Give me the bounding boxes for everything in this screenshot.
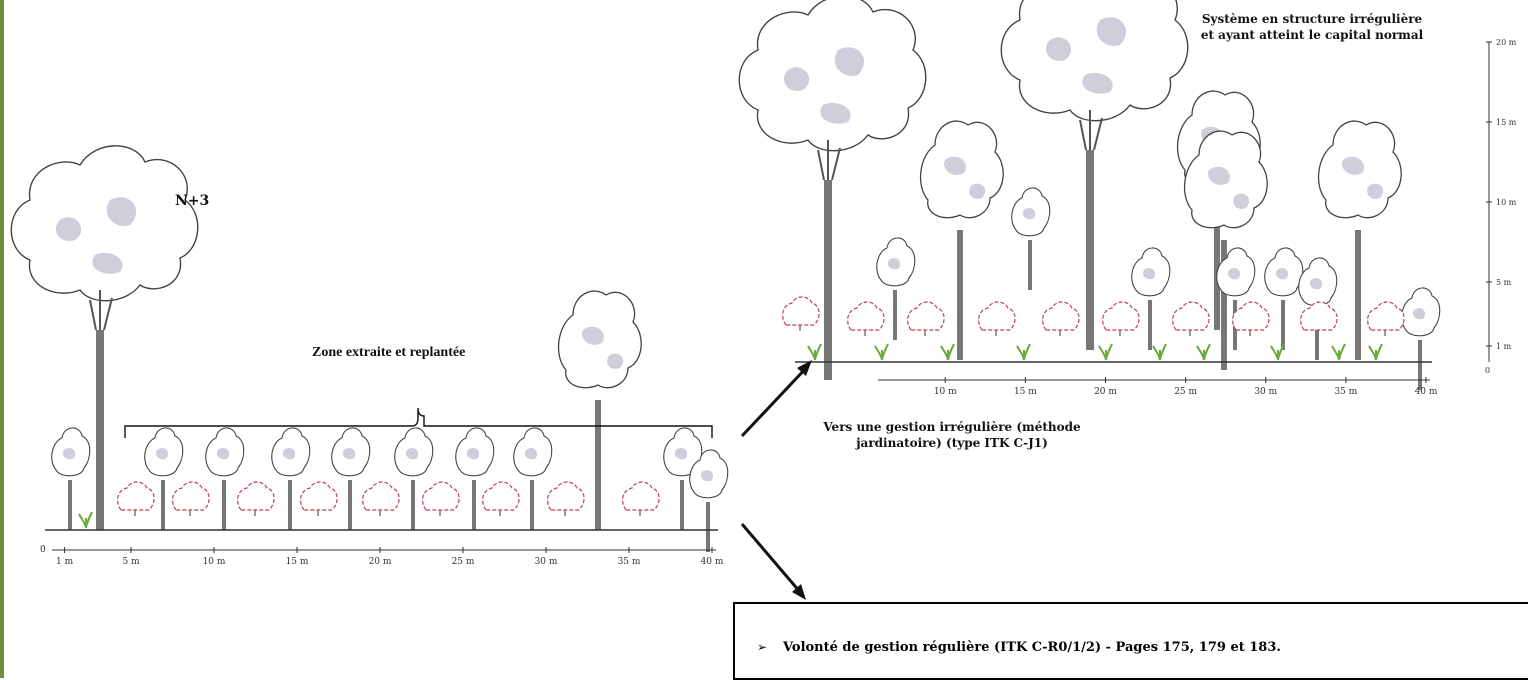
left-axis-tick-label: 40 m: [701, 557, 724, 567]
red-saplings: [118, 482, 659, 516]
seedling: [79, 512, 92, 528]
callout-text: Volonté de gestion régulière (ITK C-R0/1…: [783, 640, 1281, 655]
scenario-title: N+3: [175, 193, 209, 209]
height-scale-tick-label: 1 m: [1496, 342, 1512, 351]
medium-tree: [1185, 131, 1268, 370]
zone-label: Zone extraite et replantée: [312, 345, 465, 361]
height-scale-tick-label: 15 m: [1496, 118, 1517, 127]
big-tree: [739, 0, 925, 380]
right-axis: 10 m 15 m 20 m 25 m 30 m 35 m 40 m: [878, 377, 1438, 397]
right-axis-tick-label: 30 m: [1254, 387, 1277, 397]
right-axis-tick-label: 20 m: [1094, 387, 1117, 397]
bullet-arrow-icon: ➢: [757, 640, 767, 654]
right-axis-tick-label: 25 m: [1174, 387, 1197, 397]
height-scale-tick-label: 5 m: [1496, 278, 1512, 287]
left-axis-tick-label: 5 m: [122, 557, 140, 567]
left-axis-tick-label: 25 m: [452, 557, 475, 567]
height-zero-label: 0: [1485, 366, 1490, 375]
arrow-down: [742, 524, 806, 600]
system-label: Système en structure irrégulière et ayan…: [1196, 11, 1428, 43]
height-scale-tick-label: 10 m: [1496, 198, 1517, 207]
height-scale: 0 20 m 15 m 10 m 5 m 1 m: [1485, 38, 1517, 375]
seedlings: [808, 344, 1382, 360]
left-axis-tick-label: 1 m: [56, 557, 74, 567]
right-axis-tick-label: 35 m: [1334, 387, 1357, 397]
callout-box: ➢ Volonté de gestion régulière (ITK C-R0…: [733, 602, 1528, 680]
left-axis-tick-label: 20 m: [369, 557, 392, 567]
irregular-management-label: Vers une gestion irrégulière (méthode ja…: [786, 419, 1118, 451]
height-scale-tick-label: 20 m: [1496, 38, 1517, 47]
left-axis: 0 1 m 5 m 10 m 15 m 20 m 25 m 30 m 35 m 40 m: [40, 545, 724, 567]
axis-zero-label: 0: [40, 545, 46, 555]
left-axis-tick-label: 10 m: [203, 557, 226, 567]
right-axis-tick-label: 40 m: [1415, 387, 1438, 397]
small-tree: [52, 428, 90, 530]
right-axis-tick-label: 10 m: [934, 387, 957, 397]
right-axis-tick-label: 15 m: [1014, 387, 1037, 397]
left-axis-tick-label: 30 m: [535, 557, 558, 567]
left-axis-tick-label: 35 m: [618, 557, 641, 567]
left-axis-tick-label: 15 m: [286, 557, 309, 567]
big-tree: [1001, 0, 1187, 350]
